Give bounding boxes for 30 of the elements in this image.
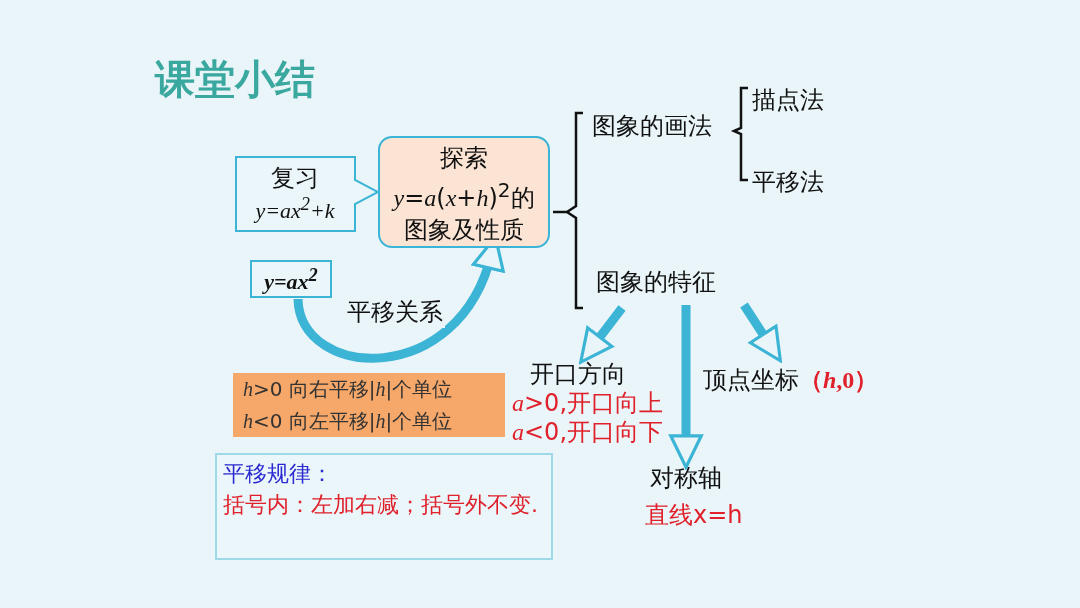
- title: 课堂小结: [155, 55, 315, 104]
- block-arrow: [669, 305, 703, 469]
- branch-text: 顶点坐标: [703, 365, 799, 396]
- formula-box: [250, 260, 332, 298]
- branch-label: 描点法: [752, 85, 824, 116]
- branch-label: 平移法: [752, 167, 824, 198]
- branch-text: 对称轴: [649, 463, 723, 494]
- formula: y=ax$^{2}$: [261, 265, 319, 296]
- rule-text: h>0 向右平移|h|个单位: [243, 376, 454, 403]
- rule-table: [233, 373, 505, 437]
- block-arrow: [740, 302, 782, 363]
- formula: y=ax$^{2}$+k: [252, 194, 336, 225]
- block-arrow: [579, 305, 626, 364]
- callout-box: [235, 156, 380, 232]
- branch-text: 图象的特征: [596, 267, 717, 298]
- note-box: [215, 453, 553, 560]
- topic-box: [378, 136, 550, 248]
- edge-label: 平移关系: [345, 296, 445, 328]
- heading: 探索: [439, 143, 489, 174]
- branch-text: 开口方向: [529, 360, 627, 389]
- note-text: 括号内：左加右减；括号外不变.: [223, 491, 539, 519]
- body-text: y=a(x+h)$^{2}$的图象及性质: [390, 177, 536, 246]
- branch-label: 图象的画法: [592, 111, 712, 142]
- coordinate-text: （h,0）: [799, 366, 879, 395]
- condition-text: a<0,开口向下: [512, 418, 664, 447]
- note-heading: 平移规律：: [223, 460, 334, 488]
- heading: 复习: [270, 163, 320, 194]
- rule-text: h<0 向左平移|h|个单位: [243, 408, 454, 435]
- condition-text: 直线x=h: [645, 500, 744, 531]
- condition-text: a>0,开口向上: [512, 389, 664, 418]
